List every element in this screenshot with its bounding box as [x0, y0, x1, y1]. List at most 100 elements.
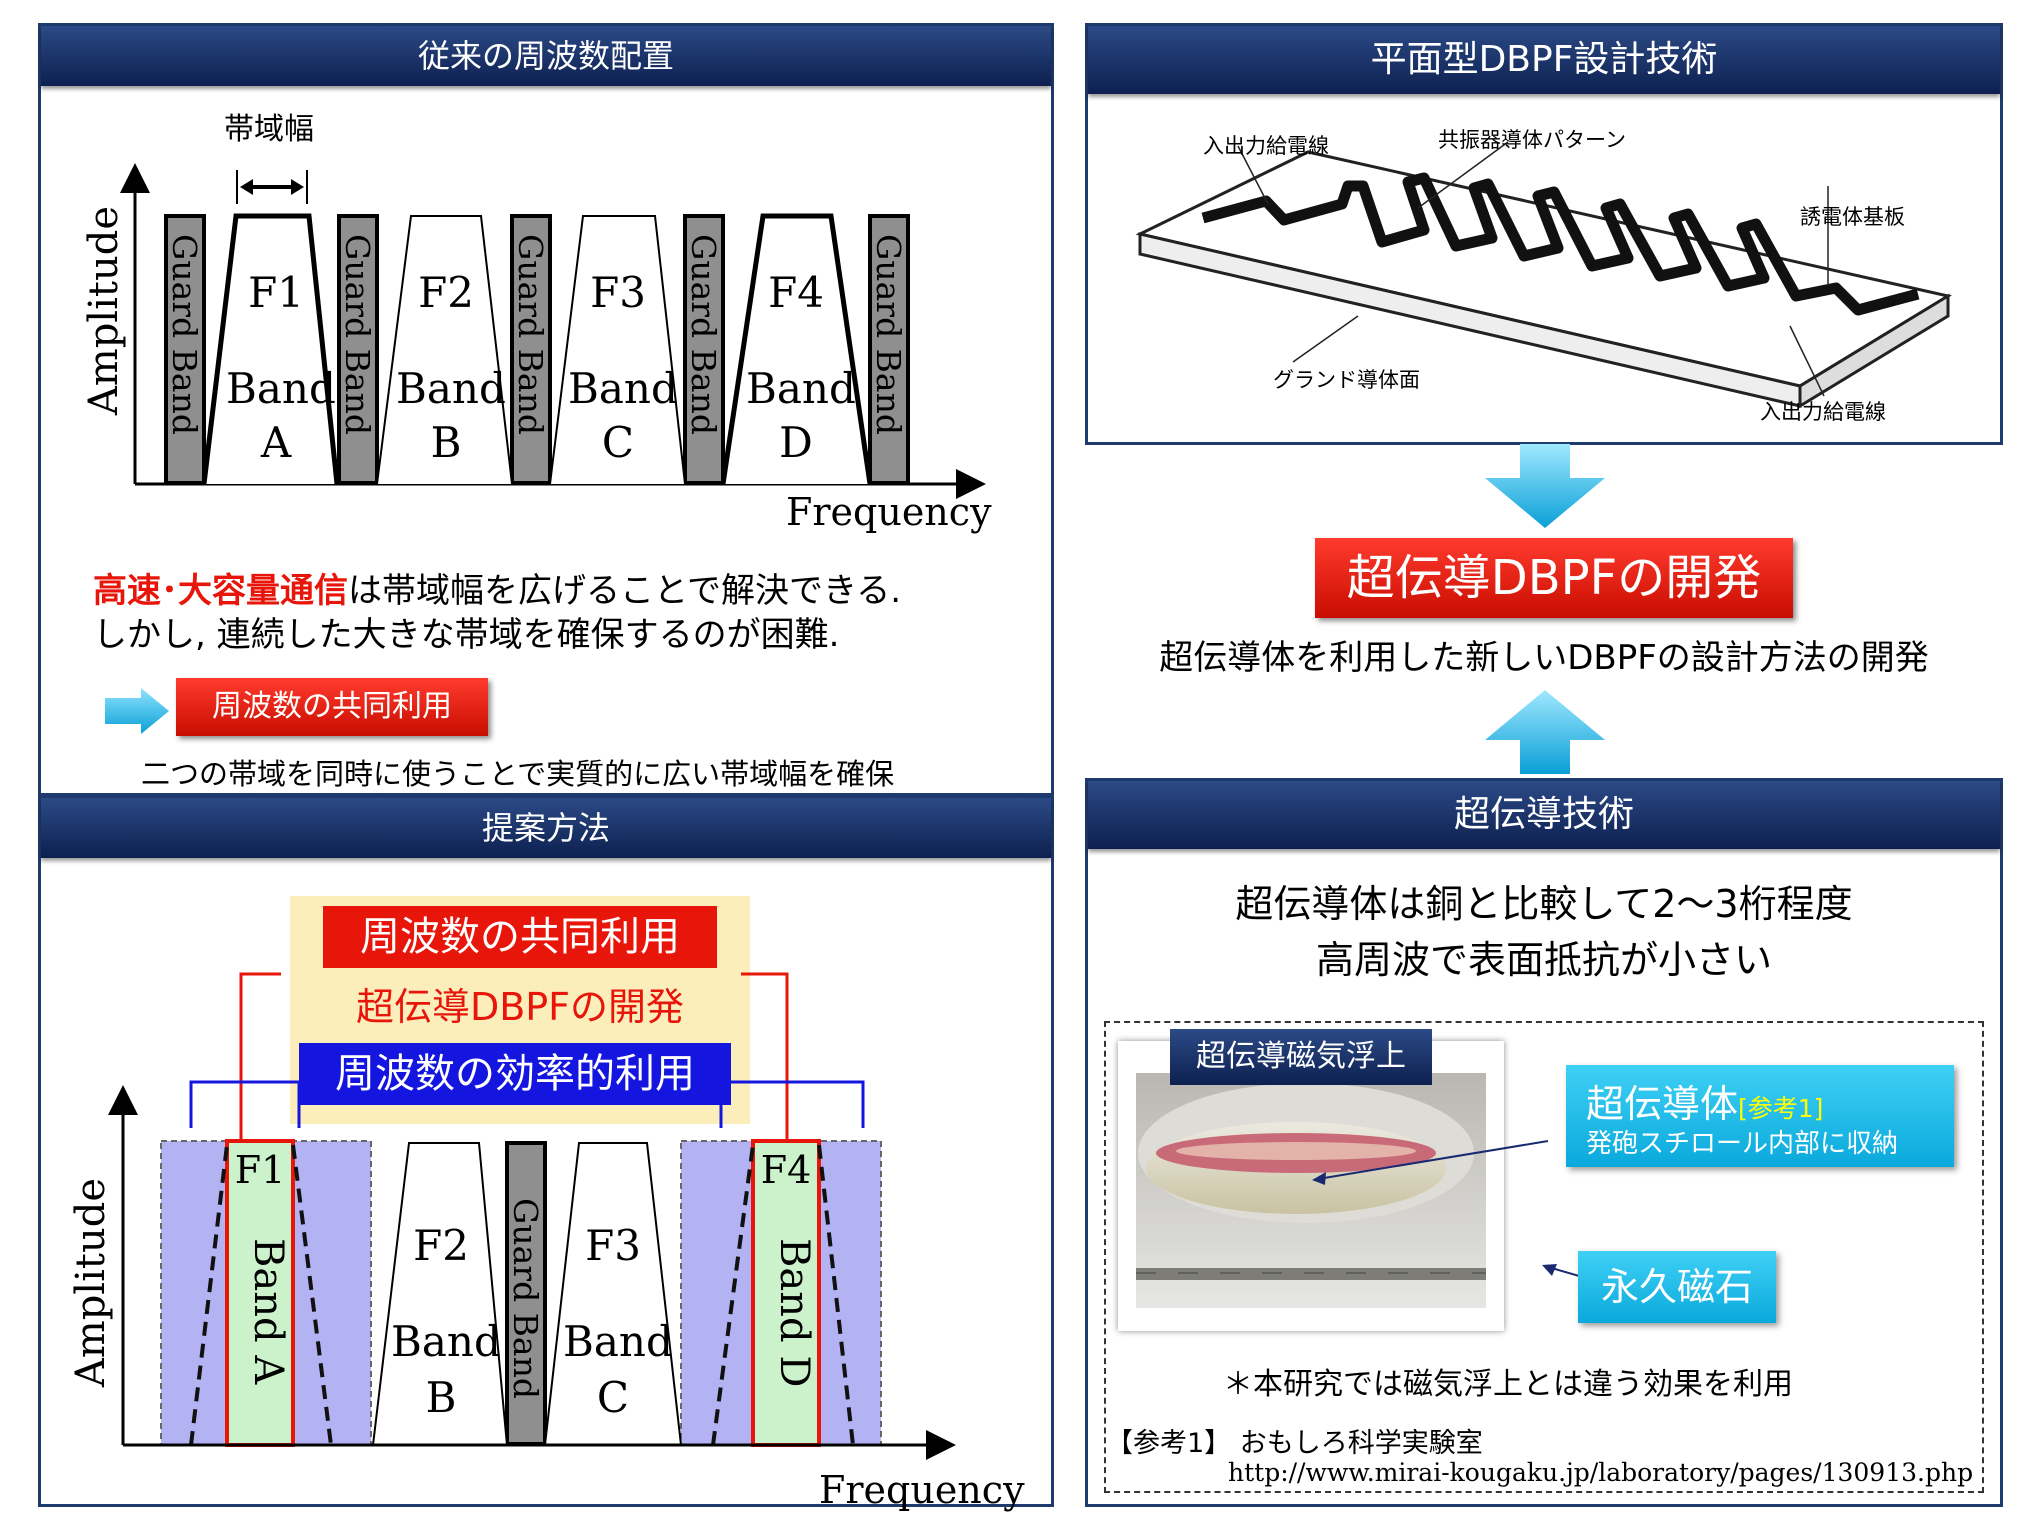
dbpf-substrate-illustration: [1135, 141, 1952, 409]
levitation-photo: [1136, 1073, 1486, 1308]
band-d-labels: F4 Band D: [746, 266, 856, 470]
dbpf-development-box: 超伝導DBPFの開発: [1315, 538, 1793, 618]
band-c-f: F3: [590, 268, 646, 317]
band-c-band: Band: [568, 364, 678, 413]
band-c-letter-proposed: C: [596, 1373, 630, 1422]
panel-conventional-title: 従来の周波数配置: [41, 26, 1051, 86]
conventional-band-chart: [120, 163, 986, 499]
band-d-letter: D: [779, 418, 813, 467]
dielectric-substrate-label: 誘電体基板: [1800, 205, 1905, 229]
guard-band-label-4: Guard Band: [684, 234, 723, 435]
band-d-shape: [720, 213, 873, 485]
band-a-labels: F1 Band A: [226, 266, 336, 470]
band-c-shape: [549, 215, 686, 485]
panel-proposed: 提案方法 周波数の共同利用: [38, 795, 1054, 1512]
x-axis-label-proposed: Frequency: [819, 1468, 1025, 1512]
explanation-line1: は帯域幅を広げることで解決できる.: [348, 571, 902, 611]
f1-label: F1: [234, 1148, 286, 1192]
guard-band-label-5: Guard Band: [869, 234, 908, 435]
io-feedline-label-bottom: 入出力給電線: [1760, 400, 1886, 424]
shared-use-box: 周波数の共同利用: [176, 678, 488, 736]
resonator-conductor-pattern: [1201, 172, 1920, 316]
green-band-a: [225, 1139, 295, 1447]
band-c-shape-proposed: [544, 1142, 682, 1446]
band-d-f: F4: [768, 268, 824, 317]
explanation-line2: しかし, 連続した大きな帯域を確保するのが困難.: [93, 615, 840, 655]
superconductor-ref: [参考1]: [1738, 1094, 1824, 1123]
band-d-label-proposed: Band D: [771, 1238, 817, 1388]
guard-band-label-center: Guard Band: [506, 1198, 545, 1399]
band-a-band: Band: [226, 364, 336, 413]
guard-band-label-2: Guard Band: [338, 234, 377, 435]
band-c-letter: C: [601, 418, 635, 467]
y-axis-label-proposed: Amplitude: [68, 1178, 114, 1388]
band-b-band: Band: [396, 364, 506, 413]
band-a-label-proposed: Band A: [245, 1238, 291, 1385]
band-b-labels-proposed: F2 Band B: [391, 1218, 501, 1426]
panel-conventional: 従来の周波数配置 帯域幅 Amplitude Frequency: [38, 23, 1054, 796]
f2-label: F2: [413, 1221, 469, 1270]
label-leader-lines: [1237, 141, 1829, 397]
band-b-shape: [376, 215, 513, 485]
guard-band-4: [683, 214, 725, 485]
photo-caption: 超伝導磁気浮上: [1170, 1029, 1432, 1085]
guard-band-1: [164, 214, 206, 485]
guard-band-3: [510, 214, 552, 485]
panel-dbpf-title: 平面型DBPF設計技術: [1088, 26, 2000, 94]
efficient-use-label: 周波数の効率的利用: [299, 1043, 731, 1105]
reference-label: 【参考1】 おもしろ科学実験室: [1106, 1428, 1483, 1459]
shared-use-label: 周波数の共同利用: [323, 906, 717, 968]
magnet-label-box: 永久磁石: [1578, 1251, 1776, 1323]
explanation-text: 高速･大容量通信は帯域幅を広げることで解決できる. しかし, 連続した大きな帯域…: [93, 569, 901, 657]
substrate-right-face: [1798, 293, 1950, 409]
band-a-f: F1: [248, 268, 304, 317]
resonator-pattern-label: 共振器導体パターン: [1438, 128, 1626, 152]
ground-plane-label: グランド導体面: [1273, 368, 1420, 392]
x-axis-label: Frequency: [786, 490, 992, 534]
dbpf-development-label: 超伝導DBPFの開発: [355, 985, 685, 1029]
band-b-shape-proposed: [372, 1142, 508, 1446]
reference-url[interactable]: http://www.mirai-kougaku.jp/laboratory/p…: [1228, 1458, 1974, 1487]
band-d-band: Band: [746, 364, 856, 413]
superconductor-label: 超伝導体: [1586, 1082, 1739, 1126]
band-b-word: Band: [391, 1317, 501, 1366]
f3-label: F3: [585, 1221, 641, 1270]
guard-band-bars: [164, 214, 910, 485]
up-arrow-icon: [1485, 690, 1605, 774]
band-a-letter: A: [260, 418, 292, 467]
highlight-text: 高速･大容量通信: [93, 571, 348, 611]
bandwidth-label: 帯域幅: [224, 112, 314, 147]
band-b-letter-proposed: B: [425, 1373, 457, 1422]
proposed-band-chart: [108, 972, 956, 1460]
panel-superconductor: 超伝導技術 超伝導体は銅と比較して2～3桁程度 高周波で表面抵抗が小さい 超伝導…: [1085, 778, 2003, 1507]
superconductor-description: 超伝導体は銅と比較して2～3桁程度 高周波で表面抵抗が小さい: [1088, 876, 2000, 988]
band-c-word: Band: [563, 1317, 673, 1366]
superconductor-note: 発砲スチロール内部に収納: [1586, 1129, 1899, 1159]
right-arrow-icon: [105, 688, 169, 734]
band-a-shape: [201, 213, 340, 485]
band-c-labels: F3 Band C: [568, 266, 678, 470]
band-b-labels: F2 Band B: [396, 266, 506, 470]
shared-use-note: 二つの帯域を同時に使うことで実質的に広い帯域幅を確保: [141, 757, 895, 791]
panel-dbpf: 平面型DBPF設計技術 入出力給電線 共振器導体パターン 誘電体基板 グランド導…: [1085, 23, 2003, 445]
dbpf-development-subtitle: 超伝導体を利用した新しいDBPFの設計方法の開発: [1159, 638, 1929, 678]
panel-proposed-title: 提案方法: [41, 798, 1051, 858]
guard-band-5: [868, 214, 910, 485]
guard-band-label-1: Guard Band: [165, 234, 204, 435]
panel-superconductor-title: 超伝導技術: [1088, 781, 2000, 849]
band-b-letter: B: [430, 418, 462, 467]
superconductor-label-box: 超伝導体[参考1] 発砲スチロール内部に収納: [1566, 1065, 1954, 1167]
down-arrow-icon: [1485, 444, 1605, 528]
band-c-labels-proposed: F3 Band C: [563, 1218, 673, 1426]
band-b-f: F2: [418, 268, 474, 317]
f4-label: F4: [760, 1148, 812, 1192]
y-axis-label: Amplitude: [81, 206, 127, 416]
io-feedline-label-top: 入出力給電線: [1203, 134, 1329, 158]
research-footnote: ＊本研究では磁気浮上とは違う効果を利用: [1223, 1367, 1793, 1402]
levitation-example-box: [1104, 1021, 1984, 1493]
guard-band-label-3: Guard Band: [511, 234, 550, 435]
superconductor-line2: 高周波で表面抵抗が小さい: [1315, 938, 1772, 982]
guard-band-2: [337, 214, 379, 485]
shared-bracket-line: [239, 972, 789, 1142]
dashed-filter-edges: [189, 1144, 855, 1446]
